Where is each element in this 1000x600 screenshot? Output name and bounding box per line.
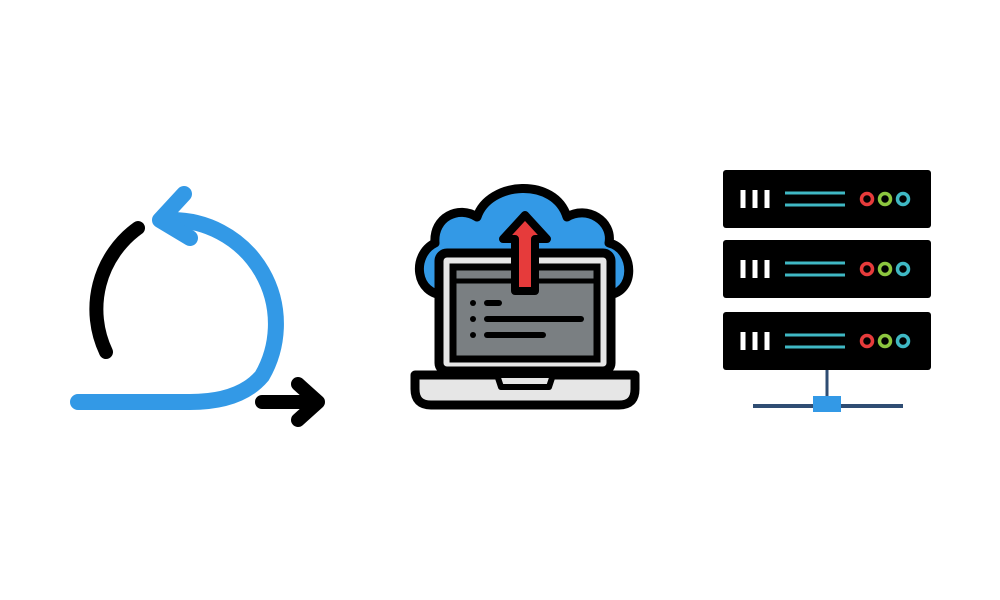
server-unit-2 <box>723 240 931 298</box>
server-rack-icon <box>723 170 931 412</box>
agile-cycle-icon <box>70 186 325 427</box>
cycle-black-arc <box>89 221 145 359</box>
cloud-upload-laptop-icon <box>410 184 640 410</box>
upload-arrow-icon <box>499 211 551 295</box>
screen-text-lines <box>470 300 584 338</box>
server-unit-3 <box>723 312 931 370</box>
laptop-notch <box>494 372 556 390</box>
cycle-blue-arc <box>70 212 284 410</box>
forward-arrow <box>255 377 325 427</box>
network-connector-icon <box>753 370 903 412</box>
server-unit-1 <box>723 170 931 228</box>
cycle-arrowhead <box>152 186 198 246</box>
